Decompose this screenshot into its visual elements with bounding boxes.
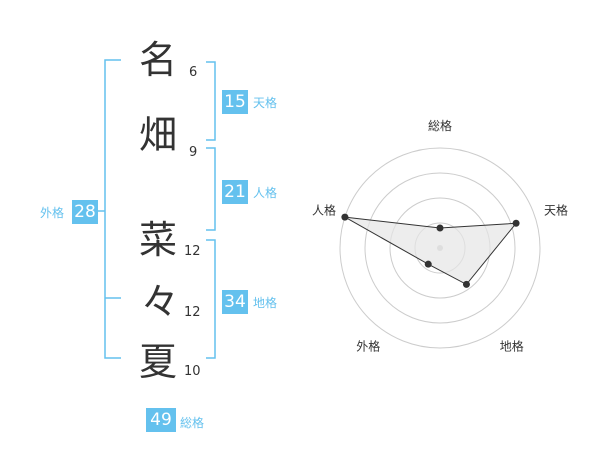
- chikaku-bracket: [206, 239, 216, 359]
- name-char-3: 菜: [139, 218, 178, 262]
- soukaku-value: 49: [146, 408, 176, 432]
- radar-axis-label-5: 人格: [312, 202, 336, 217]
- tenkaku-value: 15: [222, 90, 248, 114]
- stroke-count-4: 12: [184, 305, 201, 320]
- radar-point-1: [436, 224, 444, 232]
- chikaku-value: 34: [222, 290, 248, 314]
- radar-axis-label-4: 外格: [356, 339, 380, 354]
- radar-point-5: [341, 213, 349, 221]
- stroke-count-3: 12: [184, 244, 201, 259]
- radar-axis-label-2: 天格: [544, 202, 568, 217]
- name-char-1: 名: [139, 38, 178, 82]
- radar-point-3: [462, 280, 470, 288]
- jinkaku-value: 21: [222, 180, 248, 204]
- radar-axis-label-1: 総格: [428, 118, 452, 133]
- jinkaku-label: 人格: [253, 186, 278, 200]
- gaikaku-value: 28: [72, 200, 98, 224]
- radar-polygon: [344, 216, 518, 286]
- name-char-5: 夏: [139, 340, 178, 384]
- gaikaku-label: 外格: [40, 206, 65, 220]
- soukaku-label: 総格: [180, 416, 205, 430]
- gaikaku-bracket: [104, 59, 121, 359]
- radar-point-4: [424, 260, 432, 268]
- stroke-count-1: 6: [189, 65, 198, 80]
- stroke-count-2: 9: [189, 145, 198, 160]
- radar-point-2: [512, 219, 520, 227]
- radar-ring-4: [339, 147, 541, 349]
- radar-axis-label-3: 地格: [500, 339, 524, 354]
- name-char-4: 々: [141, 280, 180, 324]
- tenkaku-bracket: [206, 61, 216, 141]
- tenkaku-label: 天格: [253, 96, 278, 110]
- name-char-2: 畑: [139, 113, 178, 157]
- stroke-count-5: 10: [184, 364, 201, 379]
- jinkaku-bracket: [206, 147, 216, 231]
- chikaku-label: 地格: [253, 296, 278, 310]
- radar-ring-3: [364, 172, 516, 324]
